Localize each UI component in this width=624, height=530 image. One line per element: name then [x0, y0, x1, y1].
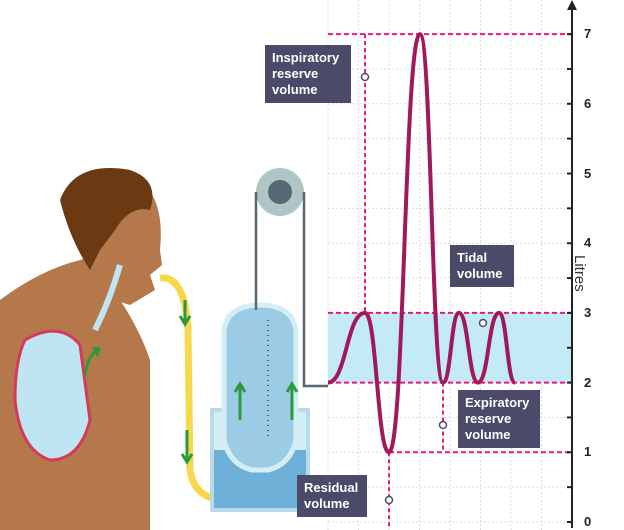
arrow-down-icon — [178, 300, 192, 327]
spirometer — [210, 168, 328, 512]
residual-volume-label: Residual volume — [297, 475, 367, 517]
y-tick-label: 2 — [584, 374, 592, 390]
y-tick-label: 4 — [584, 235, 592, 251]
guide-lines — [328, 33, 572, 529]
label-pointer — [384, 495, 394, 505]
y-tick-label: 3 — [584, 304, 592, 320]
y-tick-label: 0 — [584, 514, 592, 529]
arrow-down-icon — [180, 430, 194, 465]
label-pointer — [478, 318, 488, 328]
arrow-up-icon — [83, 346, 101, 376]
label-pointer — [438, 420, 448, 430]
y-axis — [567, 0, 577, 528]
axis-arrow-icon — [567, 0, 577, 10]
tidal-volume-label: Tidal volume — [450, 245, 514, 287]
volume-trace — [327, 32, 517, 455]
person-illustration — [0, 168, 162, 530]
y-axis-label: Litres — [571, 255, 588, 292]
expiratory-reserve-label: Expiratory reserve volume — [458, 390, 540, 448]
y-tick-label: 5 — [584, 165, 592, 181]
inspiratory-reserve-label: Inspiratory reserve volume — [265, 45, 351, 103]
y-tick-label: 7 — [584, 26, 592, 42]
label-pointer — [360, 72, 370, 82]
y-tick-label: 6 — [584, 95, 592, 111]
y-tick-label: 1 — [584, 444, 592, 460]
